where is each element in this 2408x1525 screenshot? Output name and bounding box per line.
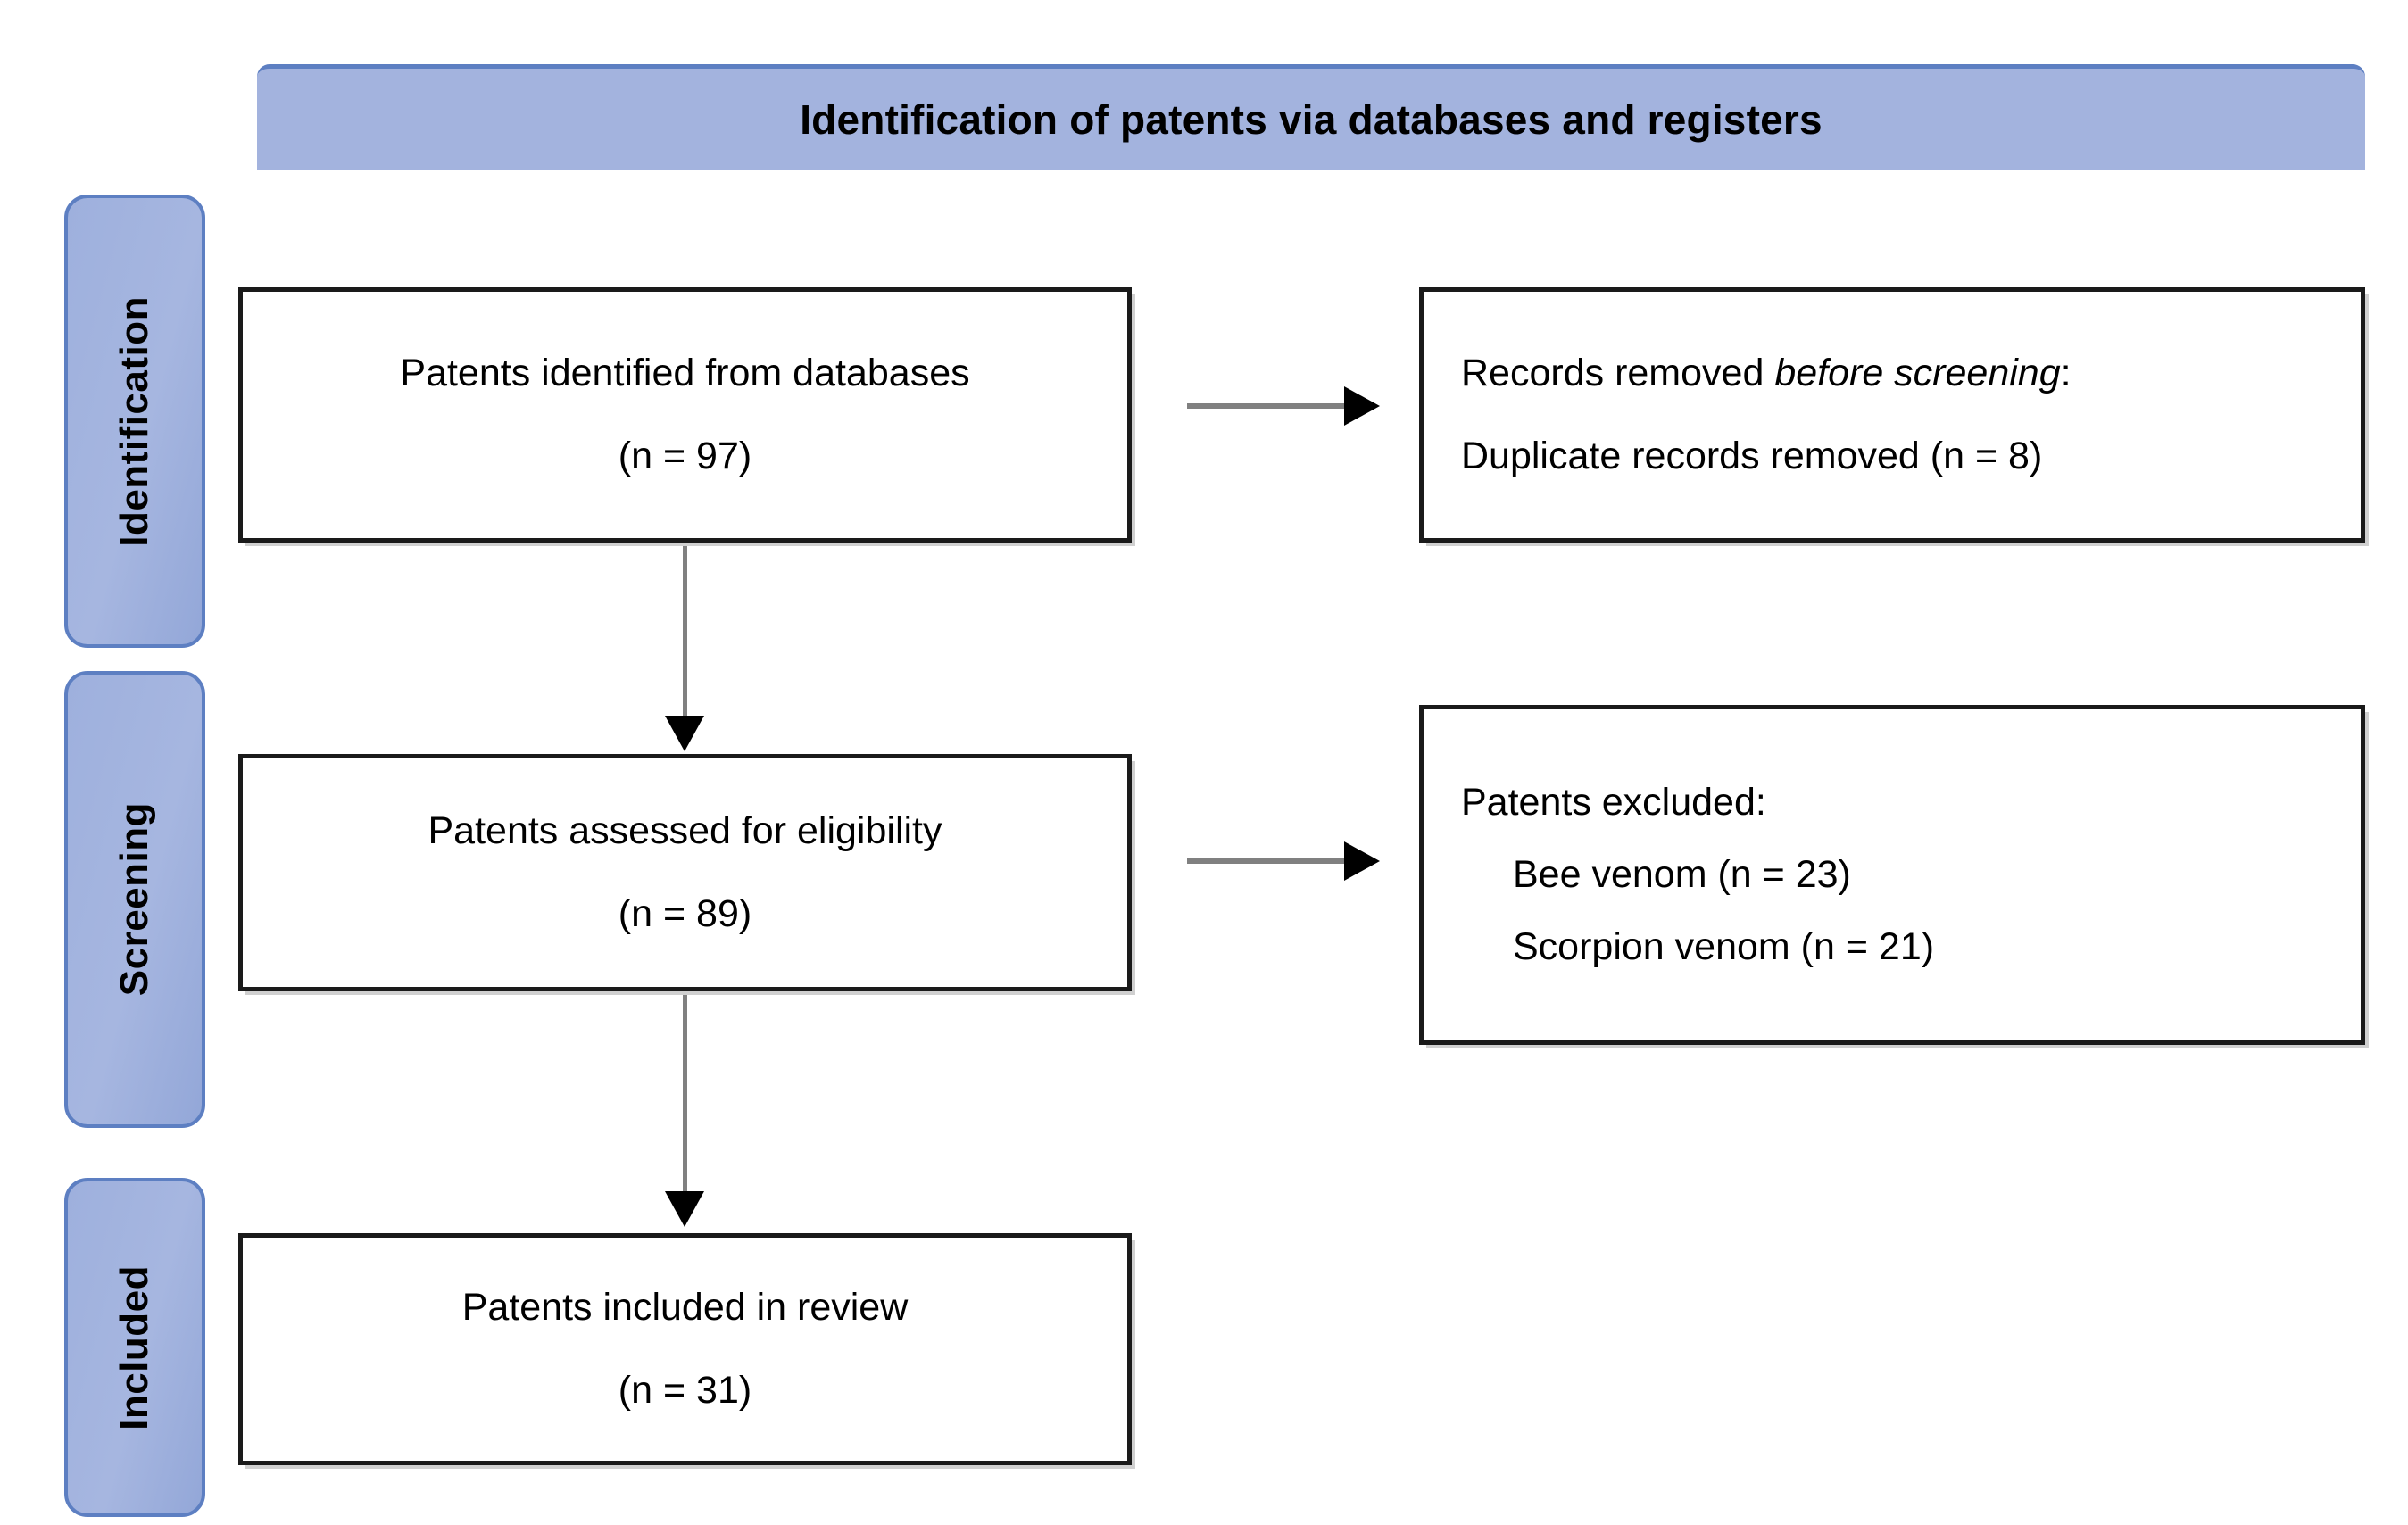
- arrow-down-assessed-to-included: [665, 995, 704, 1229]
- records-removed-emphasis: before screening: [1774, 352, 2061, 395]
- arrow-down-identified-to-assessed: [665, 546, 704, 751]
- stage-tab-identification: Identification: [64, 195, 205, 648]
- flow-box-patents-excluded-heading: Patents excluded:: [1461, 781, 1766, 825]
- flow-box-patents-identified-line1: Patents identified from databases: [400, 352, 970, 395]
- flow-box-patents-assessed-count: (n = 89): [618, 892, 752, 935]
- flow-box-patents-included-count: (n = 31): [618, 1369, 752, 1412]
- stage-tab-label-included: Included: [112, 1264, 156, 1430]
- flow-box-patents-identified-count: (n = 97): [618, 435, 752, 477]
- arrow-head-right-icon: [1344, 386, 1380, 426]
- arrow-shaft: [683, 995, 687, 1193]
- arrow-shaft: [1187, 403, 1346, 409]
- flow-box-patents-identified: Patents identified from databases (n = 9…: [238, 287, 1132, 543]
- flow-box-records-removed: Records removed before screening: Duplic…: [1419, 287, 2365, 543]
- flow-box-patents-excluded-scorpion-venom: Scorpion venom (n = 21): [1513, 924, 1935, 968]
- flow-box-patents-excluded-bee-venom: Bee venom (n = 23): [1513, 853, 1851, 897]
- flow-box-patents-assessed-line1: Patents assessed for eligibility: [428, 809, 942, 853]
- flow-box-patents-excluded: Patents excluded: Bee venom (n = 23) Sco…: [1419, 705, 2365, 1045]
- arrow-right-identified-to-removed: [1187, 386, 1380, 426]
- phase-banner-title: Identification of patents via databases …: [800, 95, 1823, 143]
- stage-tab-included: Included: [64, 1178, 205, 1517]
- stage-tab-label-identification: Identification: [112, 295, 156, 547]
- records-removed-prefix: Records removed: [1461, 352, 1775, 395]
- flow-box-records-removed-duplicates: Duplicate records removed (n = 8): [1461, 435, 2043, 477]
- flow-box-patents-included: Patents included in review (n = 31): [238, 1233, 1132, 1465]
- phase-banner-identification: Identification of patents via databases …: [257, 64, 2365, 170]
- arrow-shaft: [1187, 858, 1346, 864]
- flow-box-records-removed-line1: Records removed before screening:: [1461, 351, 2072, 396]
- arrow-head-down-icon: [665, 716, 704, 751]
- arrow-shaft: [683, 546, 687, 717]
- arrow-head-down-icon: [665, 1191, 704, 1227]
- flow-box-patents-included-line1: Patents included in review: [461, 1286, 909, 1330]
- records-removed-suffix: :: [2060, 352, 2072, 395]
- flow-box-patents-assessed: Patents assessed for eligibility (n = 89…: [238, 754, 1132, 991]
- stage-tab-screening: Screening: [64, 671, 205, 1128]
- stage-tab-label-screening: Screening: [112, 802, 156, 997]
- arrow-head-right-icon: [1344, 841, 1380, 881]
- arrow-right-assessed-to-excluded: [1187, 841, 1380, 881]
